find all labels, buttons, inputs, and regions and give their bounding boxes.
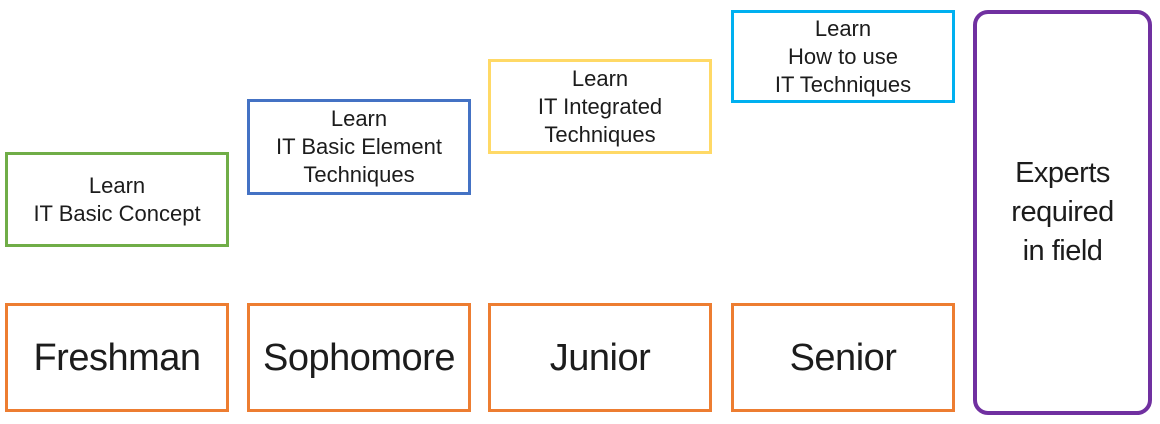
stage-box-senior: Senior	[731, 303, 955, 412]
goal-box-experts: Experts required in field	[973, 10, 1152, 415]
learn-box-freshman-text: Learn IT Basic Concept	[33, 172, 201, 226]
learn-box-junior-text: Learn IT Integrated Techniques	[537, 65, 663, 147]
learn-box-sophomore-text: Learn IT Basic Element Techniques	[276, 106, 442, 187]
learn-box-sophomore: Learn IT Basic Element Techniques	[247, 99, 471, 195]
stage-box-junior-label: Junior	[549, 336, 651, 379]
stage-box-sophomore-label: Sophomore	[263, 336, 455, 379]
stage-box-freshman: Freshman	[5, 303, 229, 412]
stage-box-junior: Junior	[488, 303, 712, 412]
stage-box-freshman-label: Freshman	[33, 336, 201, 379]
goal-box-experts-text: Experts required in field	[1011, 157, 1114, 267]
learn-box-freshman: Learn IT Basic Concept	[5, 152, 229, 247]
learn-box-senior-text: Learn How to use IT Techniques	[774, 15, 912, 97]
stage-box-sophomore: Sophomore	[247, 303, 471, 412]
stage-box-senior-label: Senior	[789, 336, 897, 379]
learn-box-senior: Learn How to use IT Techniques	[731, 10, 955, 103]
learn-box-junior: Learn IT Integrated Techniques	[488, 59, 712, 154]
